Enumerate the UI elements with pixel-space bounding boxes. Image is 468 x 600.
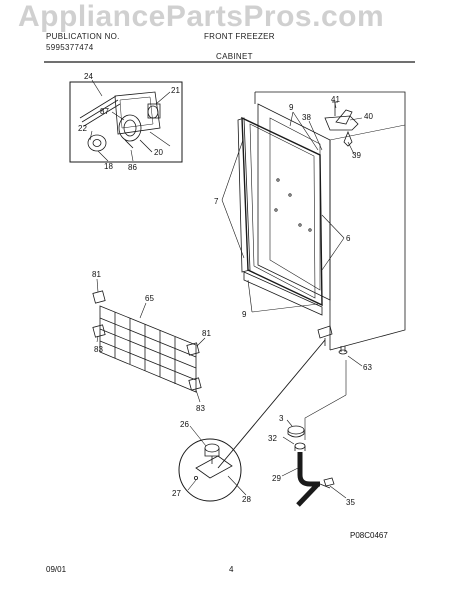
callout-7: 7 (214, 197, 219, 206)
callout-41: 41 (331, 95, 340, 104)
section-title: CABINET (216, 52, 253, 61)
shelf-clips (92, 290, 202, 391)
leveling-leg (338, 346, 348, 355)
callout-38: 38 (302, 113, 311, 122)
callout-83-left: 83 (94, 345, 103, 354)
shelf-leaders (96, 278, 206, 403)
callout-32: 32 (268, 434, 277, 443)
callout-63: 63 (363, 363, 372, 372)
callout-81-top: 81 (92, 270, 101, 279)
callout-39: 39 (352, 151, 361, 160)
tube-clamp (323, 477, 335, 487)
callout-9-top: 9 (289, 103, 294, 112)
drain-grommet (294, 442, 306, 451)
callout-86: 86 (128, 163, 137, 172)
drain-cap (287, 425, 305, 438)
model-title: FRONT FREEZER (204, 32, 275, 41)
footer-page: 4 (229, 565, 234, 574)
light-assembly-leaders (89, 79, 171, 162)
callout-27: 27 (172, 489, 181, 498)
light-assembly-inset-frame (69, 81, 183, 163)
callout-21: 21 (171, 86, 180, 95)
drain-detail-drawing (193, 443, 233, 480)
drain-detail-leaders (187, 425, 247, 496)
footer-date: 09/01 (46, 565, 67, 574)
drain-tube (296, 452, 331, 507)
detail-pointer-line (217, 339, 326, 469)
tube-leaders (281, 419, 347, 499)
publication-label: PUBLICATION NO. (46, 32, 120, 41)
cabinet-leaders (221, 102, 363, 367)
callout-20: 20 (154, 148, 163, 157)
publication-number: 5995377474 (46, 43, 94, 52)
callout-26: 26 (180, 420, 189, 429)
callout-87: 87 (100, 107, 109, 116)
watermark: AppliancePartsPros.com (18, 0, 385, 33)
callout-83-bottom: 83 (196, 404, 205, 413)
callout-35: 35 (346, 498, 355, 507)
callout-3: 3 (279, 414, 284, 423)
drawing-id: P08C0467 (350, 531, 388, 540)
callout-29: 29 (272, 474, 281, 483)
drain-fitting (317, 325, 333, 346)
callout-40: 40 (364, 112, 373, 121)
callout-24: 24 (84, 72, 93, 81)
callout-6: 6 (346, 234, 351, 243)
callout-9-bottom: 9 (242, 310, 247, 319)
hinge-bracket (324, 101, 359, 147)
callout-65: 65 (145, 294, 154, 303)
drain-detail-circle (178, 438, 242, 502)
callout-22: 22 (78, 124, 87, 133)
light-assembly-drawing (79, 91, 161, 153)
shelf-grid (99, 305, 197, 393)
cabinet-liner (257, 103, 331, 301)
callout-81-right: 81 (202, 329, 211, 338)
callout-18: 18 (104, 162, 113, 171)
door-gasket-frame (237, 116, 323, 316)
callout-28: 28 (242, 495, 251, 504)
